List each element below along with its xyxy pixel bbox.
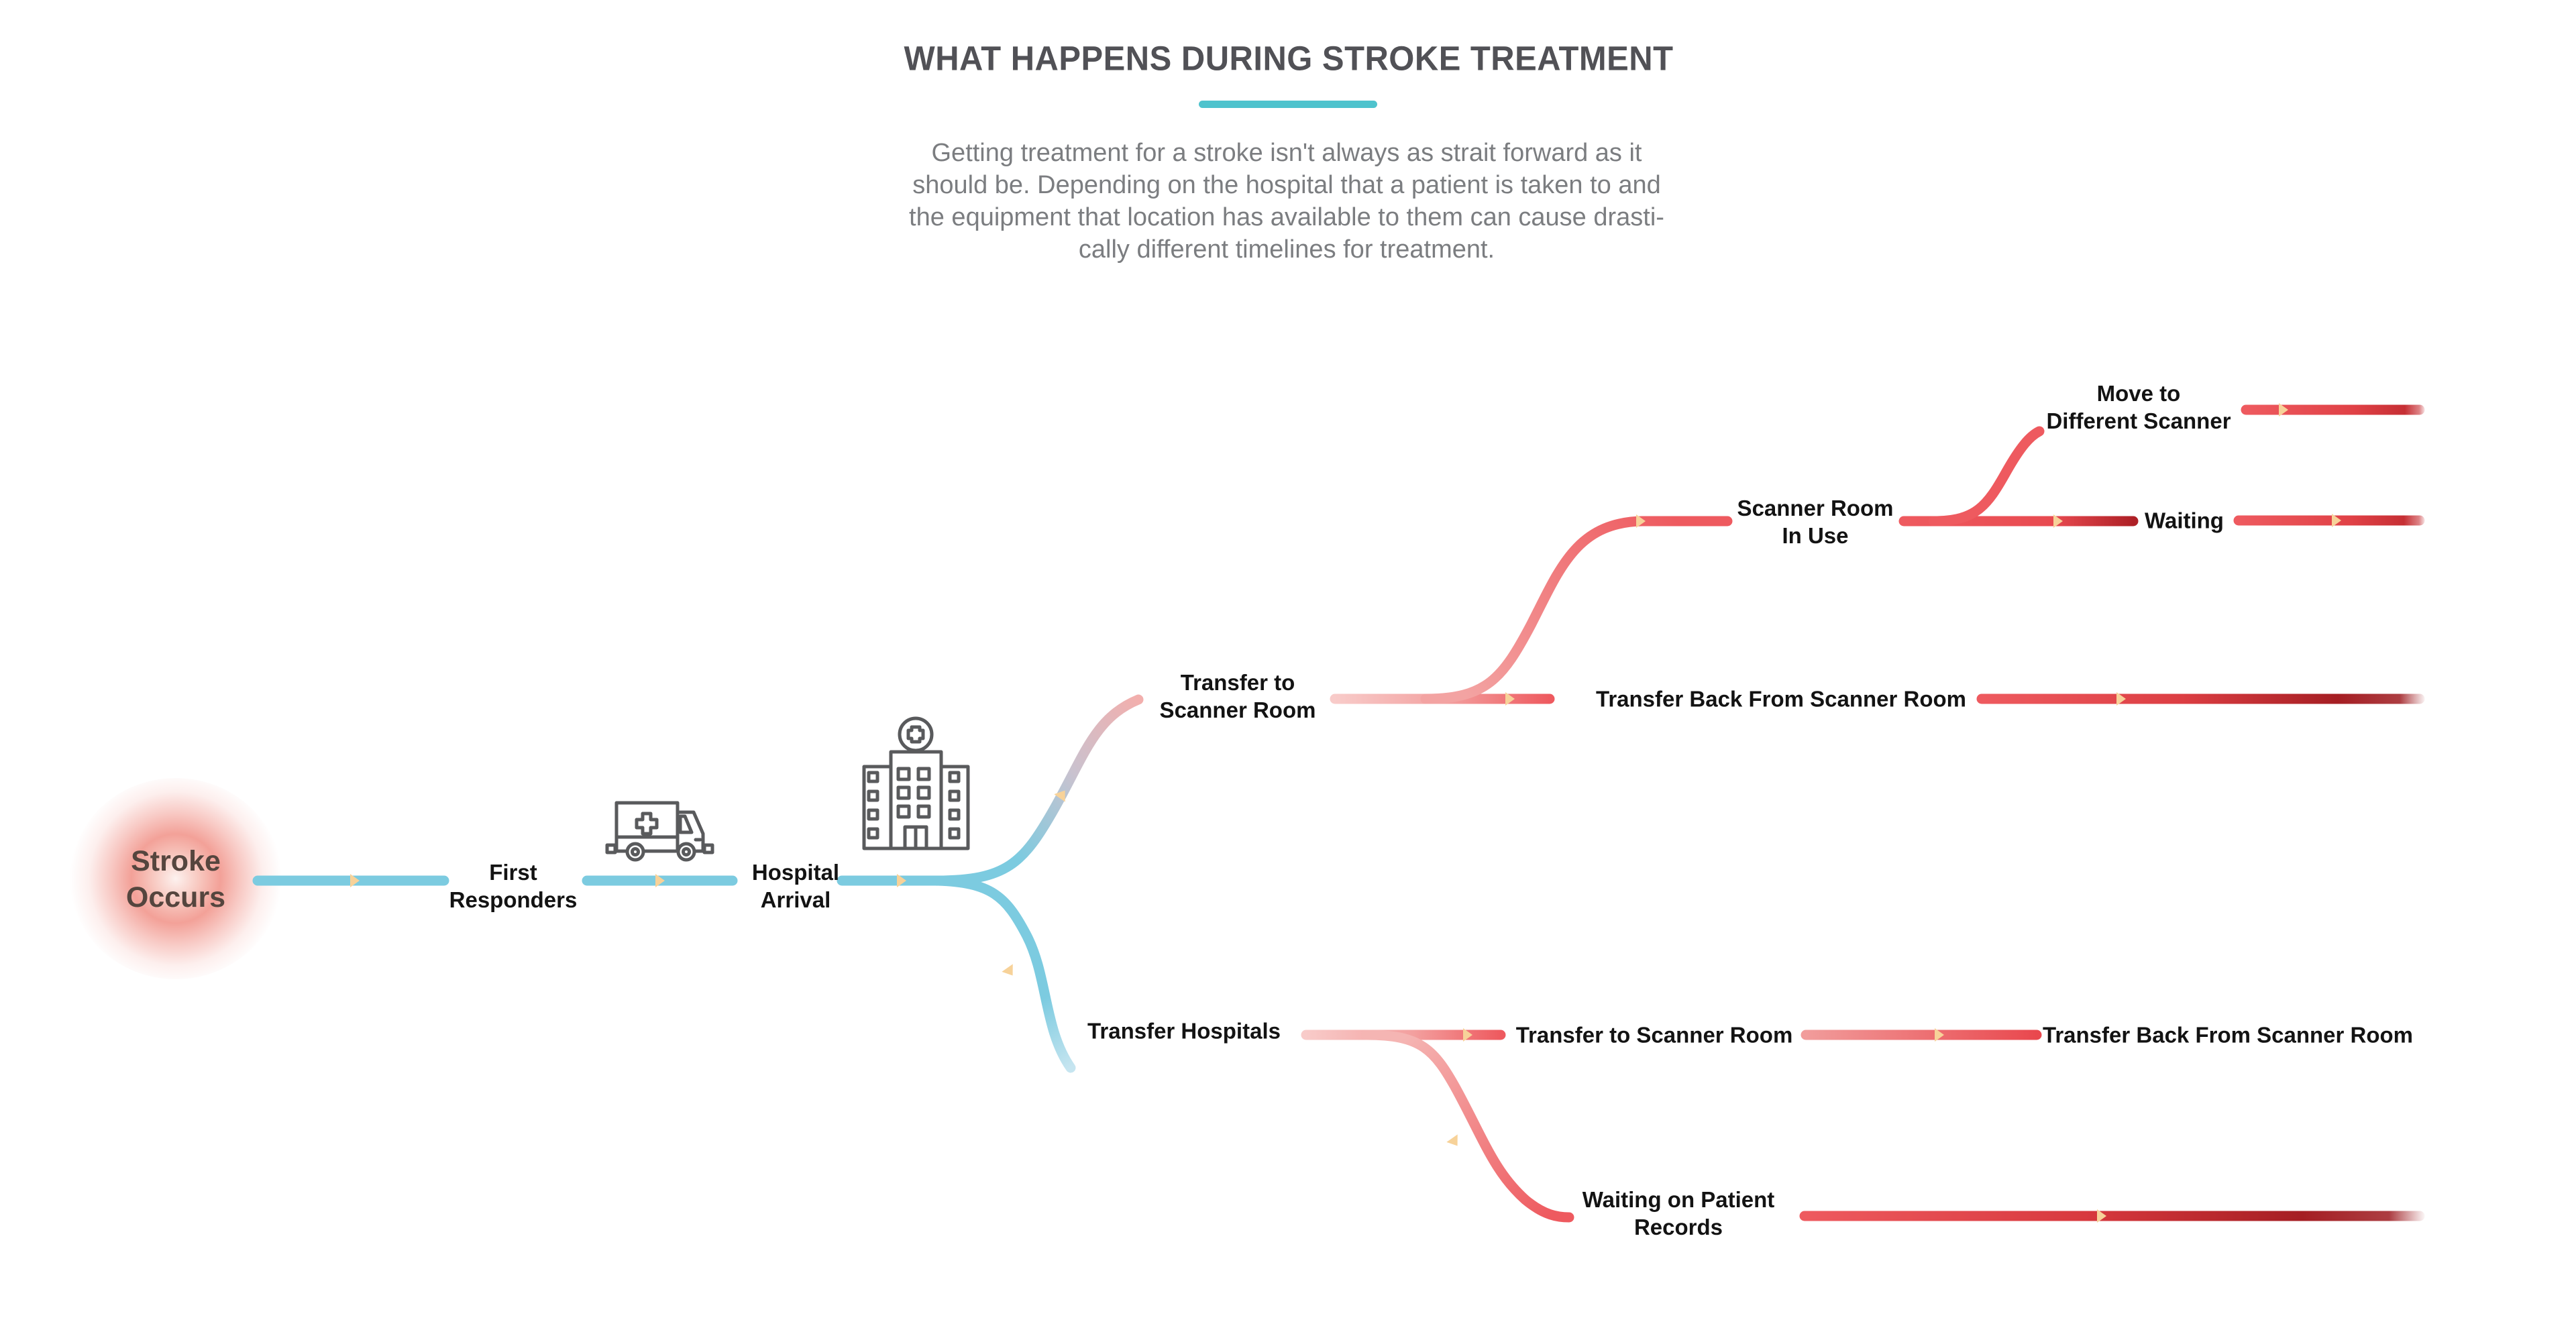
node-label-line: Arrival bbox=[760, 887, 831, 912]
ambulance-icon bbox=[605, 801, 714, 862]
node-label-line: Hospital bbox=[751, 860, 840, 885]
node-transfer-to-scanner-room-upper: Transfer to Scanner Room bbox=[1160, 669, 1316, 724]
title-underline-divider bbox=[1199, 101, 1377, 108]
node-label-line: Stroke bbox=[131, 845, 221, 877]
node-waiting: Waiting bbox=[2145, 508, 2224, 533]
flow-arrow-icon bbox=[655, 874, 665, 887]
flow-arrow-icon bbox=[2053, 514, 2063, 528]
flow-arrow-icon bbox=[1446, 1134, 1458, 1146]
flow-arrow-icon bbox=[1636, 514, 1646, 528]
node-label-line: Move to bbox=[2096, 381, 2181, 406]
flow-arrow-icon bbox=[2332, 514, 2341, 527]
connector-up-to-move-different-scanner bbox=[1928, 426, 2045, 527]
page-title: WHAT HAPPENS DURING STROKE TREATMENT bbox=[904, 39, 1674, 78]
flow-arrow-icon bbox=[2097, 1209, 2106, 1223]
node-transfer-to-scanner-room-lower: Transfer to Scanner Room bbox=[1515, 1022, 1793, 1048]
node-transfer-hospitals: Transfer Hospitals bbox=[1087, 1018, 1281, 1044]
node-label-line: Occurs bbox=[125, 881, 226, 913]
connector-down-to-waiting-records bbox=[1361, 1030, 1574, 1223]
node-waiting-on-patient-records: Waiting on Patient Records bbox=[1582, 1186, 1775, 1241]
node-label-line: Responders bbox=[449, 887, 578, 912]
intro-description-line: should be. Depending on the hospital tha… bbox=[912, 171, 1661, 199]
node-hospital-arrival: Hospital Arrival bbox=[752, 858, 839, 913]
node-label-line: Different Scanner bbox=[2046, 408, 2231, 433]
flow-arrow-icon bbox=[1463, 1028, 1472, 1042]
node-transfer-back-from-scanner-room-upper: Transfer Back From Scanner Room bbox=[1595, 686, 1967, 712]
intro-description-line: the equipment that location has availabl… bbox=[909, 203, 1664, 231]
flow-arrow-icon bbox=[1505, 692, 1515, 706]
node-label-line: Transfer to bbox=[1180, 670, 1295, 695]
node-first-responders: First Responders bbox=[449, 858, 578, 913]
node-label-line: Scanner Room bbox=[1159, 698, 1316, 722]
node-move-to-different-scanner: Move to Different Scanner bbox=[2046, 380, 2231, 435]
node-label-line: In Use bbox=[1782, 523, 1849, 548]
node-scanner-room-in-use: Scanner Room In Use bbox=[1737, 494, 1894, 549]
stroke-glow bbox=[70, 778, 282, 979]
flow-arrow-icon bbox=[1054, 790, 1065, 802]
intro-description-line: cally different timelines for treatment. bbox=[1078, 235, 1495, 264]
node-transfer-back-from-scanner-room-lower: Transfer Back From Scanner Room bbox=[2042, 1022, 2414, 1048]
flow-arrow-icon bbox=[350, 874, 360, 887]
flow-arrow-icon bbox=[1935, 1028, 1944, 1042]
intro-description-line: Getting treatment for a stroke isn't alw… bbox=[931, 139, 1642, 167]
connector-up-to-scanner-room-in-use bbox=[1420, 516, 1733, 704]
node-label-line: Records bbox=[1633, 1215, 1723, 1239]
intro-description: Getting treatment for a stroke isn't alw… bbox=[909, 137, 1664, 266]
node-label-line: Scanner Room bbox=[1737, 496, 1894, 520]
hospital-icon bbox=[862, 716, 970, 850]
flow-arrows bbox=[350, 403, 2341, 1223]
node-label-line: First bbox=[489, 860, 537, 885]
connector-trunk-down-to-transfer-hospitals bbox=[930, 875, 1076, 1073]
flow-arrow-icon bbox=[2116, 692, 2126, 706]
flow-arrow-icon bbox=[897, 874, 906, 887]
flow-arrow-icon bbox=[2279, 403, 2288, 417]
connector-trunk-up-to-transfer-scanner bbox=[930, 694, 1144, 886]
node-stroke-occurs: Stroke Occurs bbox=[126, 843, 225, 916]
flow-arrow-icon bbox=[1002, 964, 1013, 976]
node-label-line: Waiting on Patient bbox=[1582, 1187, 1775, 1212]
